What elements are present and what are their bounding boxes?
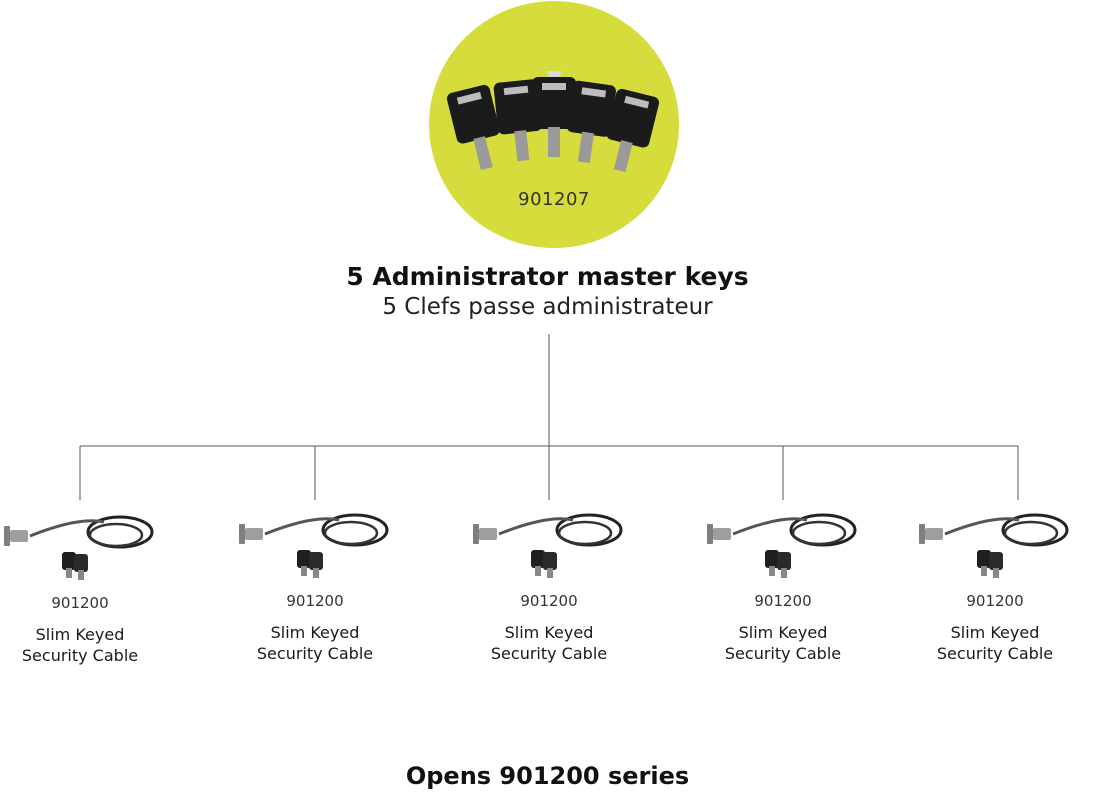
security-cable-icon: [4, 515, 154, 580]
key-icon: [446, 84, 500, 171]
cable-item: 901200 Slim Keyed Security Cable: [0, 508, 180, 666]
cable-name-line: Slim Keyed: [504, 623, 594, 642]
cable-item: 901200 Slim Keyed Security Cable: [449, 506, 649, 664]
cable-name: Slim Keyed Security Cable: [0, 624, 180, 666]
cable-name-line: Security Cable: [256, 644, 374, 663]
cable-name-line: Slim Keyed: [950, 623, 1040, 642]
cable-name-line: Security Cable: [490, 644, 608, 663]
cable-name: Slim Keyed Security Cable: [215, 622, 415, 664]
cable-code: 901200: [520, 592, 578, 610]
cable-name: Slim Keyed Security Cable: [895, 622, 1095, 664]
cable-code: 901200: [286, 592, 344, 610]
cable-name-line: Slim Keyed: [270, 623, 360, 642]
cable-name-line: Security Cable: [936, 644, 1054, 663]
cable-name-line: Security Cable: [724, 644, 842, 663]
key-icon: [532, 71, 576, 157]
security-cable-icon: [919, 513, 1069, 578]
cable-item: 901200 Slim Keyed Security Cable: [215, 506, 415, 664]
cable-name: Slim Keyed Security Cable: [683, 622, 883, 664]
key-icon: [606, 88, 660, 173]
key-icon: [493, 79, 542, 162]
cable-code: 901200: [754, 592, 812, 610]
security-cable-icon: [239, 513, 389, 578]
cable-item: 901200 Slim Keyed Security Cable: [895, 506, 1095, 664]
master-keys-icon: [446, 71, 660, 173]
footer-caption: Opens 901200 series: [405, 762, 690, 790]
master-keys-code: 901207: [518, 189, 590, 210]
master-keys-subtitle: 5 Clefs passe administrateur: [382, 294, 713, 320]
cable-name-line: Slim Keyed: [35, 625, 125, 644]
master-keys-title: 5 Administrator master keys: [346, 262, 749, 291]
key-icon: [566, 80, 617, 164]
cable-name-line: Security Cable: [21, 646, 139, 665]
cable-code: 901200: [51, 594, 109, 612]
cable-item: 901200 Slim Keyed Security Cable: [683, 506, 883, 664]
cable-code: 901200: [966, 592, 1024, 610]
security-cable-icon: [473, 513, 623, 578]
cable-name: Slim Keyed Security Cable: [449, 622, 649, 664]
master-keys-circle: 901207: [429, 1, 679, 248]
cable-name-line: Slim Keyed: [738, 623, 828, 642]
security-cable-icon: [707, 513, 857, 578]
